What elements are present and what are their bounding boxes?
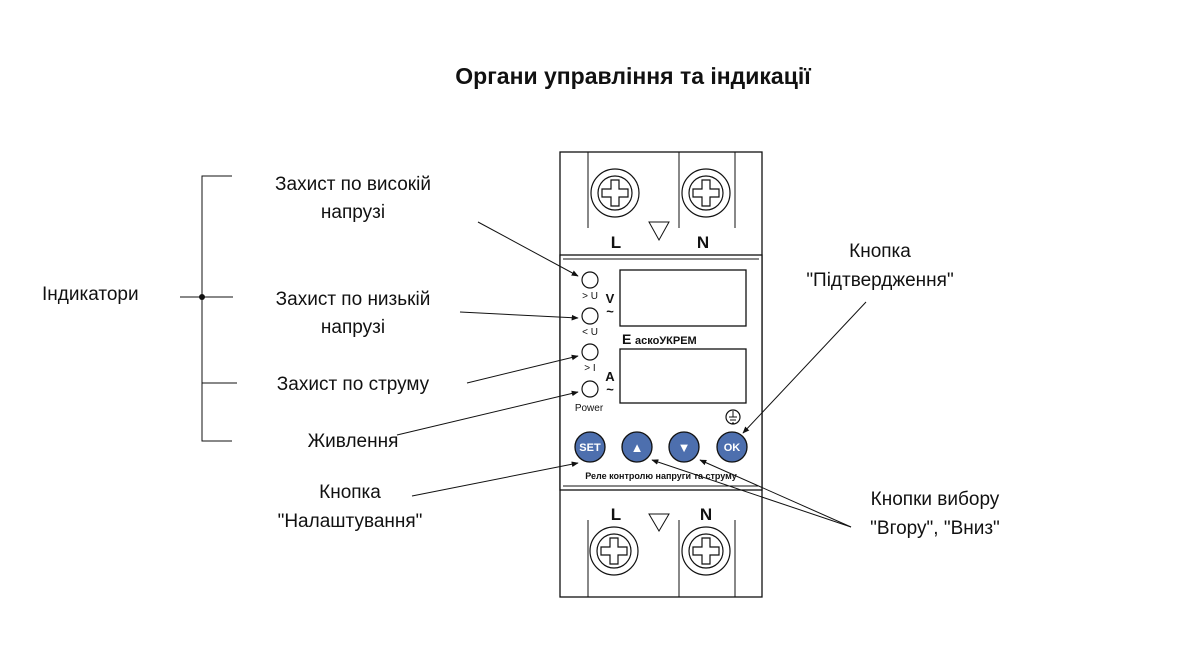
brand-mark-icon: Е <box>622 331 631 347</box>
arrow-up-button <box>651 459 852 528</box>
arrow-set-button <box>411 461 579 497</box>
arrow-down-icon: ▼ <box>678 440 691 455</box>
arrow-up-icon: ▲ <box>631 440 644 455</box>
ok-button[interactable]: OK <box>716 431 748 463</box>
settings-button-label: Кнопка <box>319 482 381 503</box>
high-voltage-label-2: напрузі <box>321 202 385 223</box>
terminal-l-bottom: L <box>611 505 621 524</box>
indicators-label: Індикатори <box>42 284 139 305</box>
updown-buttons-label-2: "Вгору", "Вниз" <box>870 518 1000 539</box>
led-high-voltage-label: > U <box>582 291 598 302</box>
arrow-ok-button <box>742 301 867 434</box>
arrow-power <box>396 390 579 436</box>
led-current-label: > I <box>584 363 595 374</box>
volt-tilde: ~ <box>606 304 614 319</box>
triangle-icon <box>648 221 670 242</box>
led-current <box>581 343 599 361</box>
bottom-terminals: L N <box>587 505 736 597</box>
device-caption: Реле контролю напруги та струму <box>585 471 736 481</box>
voltage-display <box>619 269 747 327</box>
current-display <box>619 348 747 404</box>
current-protection-label: Захист по струму <box>277 374 430 395</box>
amp-unit: A <box>605 369 615 384</box>
up-button[interactable]: ▲ <box>621 431 653 463</box>
top-terminals: L N <box>587 152 736 252</box>
led-high-voltage <box>581 271 599 289</box>
updown-buttons-label: Кнопки вибору <box>871 489 1000 510</box>
low-voltage-label: Захист по низькій <box>276 289 431 310</box>
arrow-down-button <box>699 459 852 528</box>
arrow-current <box>466 354 579 384</box>
confirm-button-label-2: "Підтвердження" <box>806 270 953 291</box>
high-voltage-label: Захист по високій <box>275 174 431 195</box>
amp-tilde: ~ <box>606 382 614 397</box>
arrow-low-voltage <box>459 311 579 321</box>
terminal-n-bottom: N <box>700 505 712 524</box>
led-power <box>581 380 599 398</box>
terminal-l-top: L <box>611 233 621 252</box>
led-low-voltage <box>581 307 599 325</box>
relay-device: L N L N > U < U > I Power <box>559 151 763 598</box>
down-button[interactable]: ▼ <box>668 431 700 463</box>
ground-icon <box>725 409 741 425</box>
leader-lines <box>396 221 867 528</box>
set-button[interactable]: SET <box>574 431 606 463</box>
brand-logo: аскоУКРЕМ <box>635 335 697 347</box>
settings-button-label-2: "Налаштування" <box>278 511 423 532</box>
terminal-n-top: N <box>697 233 709 252</box>
volt-unit: V <box>606 291 615 306</box>
svg-text:SET: SET <box>579 442 601 454</box>
led-low-voltage-label: < U <box>582 327 598 338</box>
power-label: Живлення <box>308 431 399 452</box>
triangle-icon <box>648 513 670 532</box>
led-power-label: Power <box>575 403 604 414</box>
led-indicators: > U < U > I Power <box>575 271 604 414</box>
svg-text:OK: OK <box>724 442 741 454</box>
confirm-button-label: Кнопка <box>849 241 911 262</box>
diagram-title: Органи управління та індикації <box>455 63 811 89</box>
low-voltage-label-2: напрузі <box>321 317 385 338</box>
arrow-high-voltage <box>477 221 579 277</box>
indicators-bracket <box>180 175 237 442</box>
